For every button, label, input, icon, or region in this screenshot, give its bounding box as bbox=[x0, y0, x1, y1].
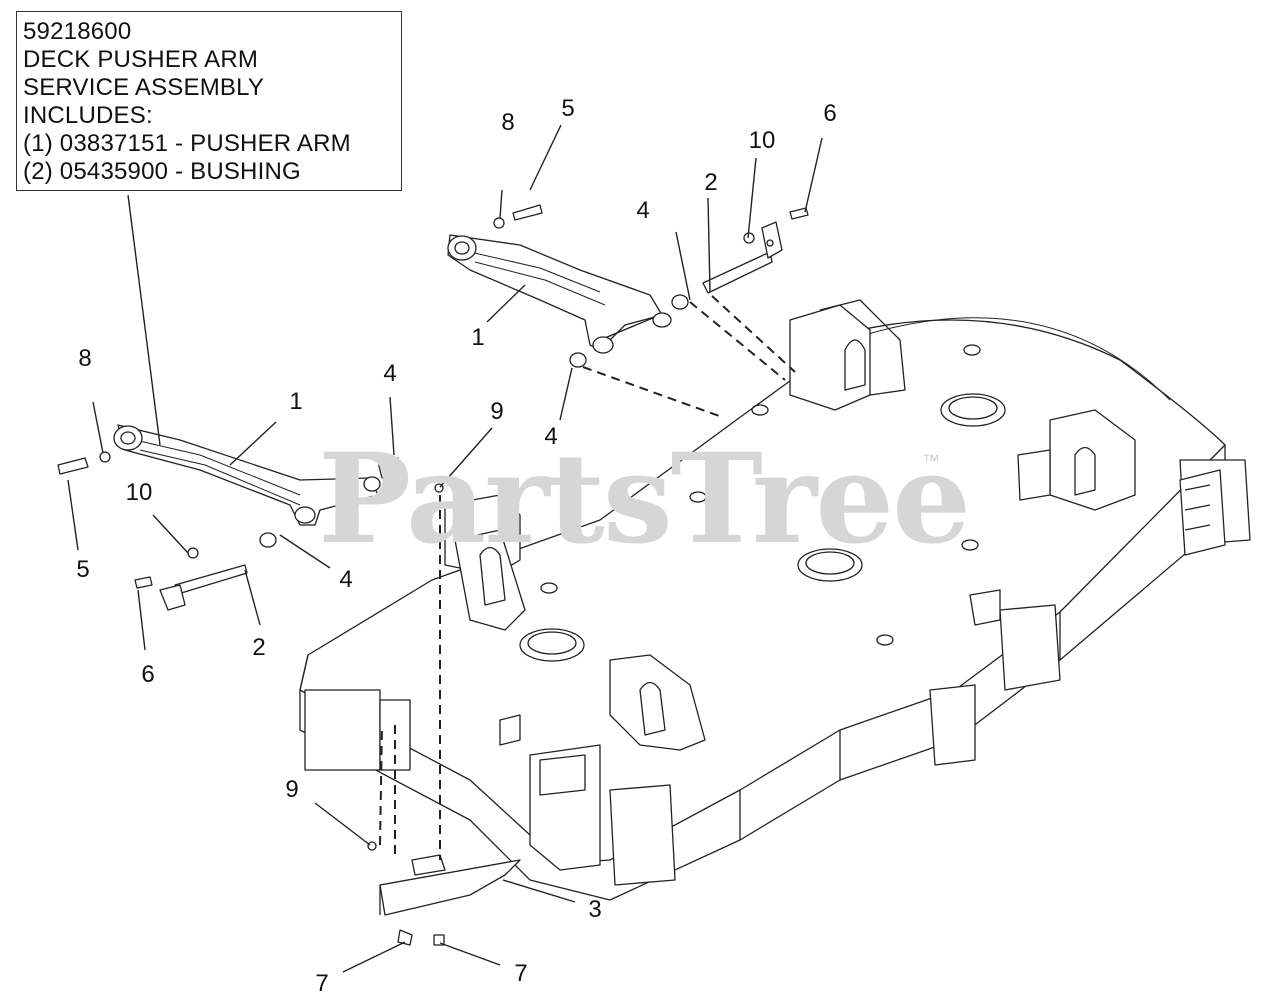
bolt-left-6 bbox=[134, 576, 153, 589]
callout-7-a[interactable]: 7 bbox=[315, 970, 329, 997]
bushing-left-b bbox=[259, 532, 277, 548]
info-line: DECK PUSHER ARM bbox=[23, 46, 259, 73]
callout-4-left-a[interactable]: 4 bbox=[383, 360, 397, 387]
callout-7-b[interactable]: 7 bbox=[514, 960, 528, 987]
info-line: SERVICE ASSEMBLY bbox=[23, 74, 265, 101]
pusher-arm-left bbox=[113, 424, 381, 526]
bushing-left-a bbox=[377, 457, 403, 479]
info-line: (1) 03837151 - PUSHER ARM bbox=[23, 130, 351, 157]
nut-left-10 bbox=[187, 547, 199, 559]
callout-9-lower[interactable]: 9 bbox=[285, 776, 299, 803]
assembly-dash-lines bbox=[379, 295, 796, 860]
partstree-watermark: PartsTree bbox=[318, 427, 971, 572]
info-line: (2) 05435900 - BUSHING bbox=[23, 158, 301, 185]
skid-plate bbox=[379, 854, 521, 916]
leader-lines bbox=[67, 124, 823, 973]
callout-10-left[interactable]: 10 bbox=[125, 479, 153, 506]
bolt-7a bbox=[397, 929, 413, 946]
callout-4-left-b[interactable]: 4 bbox=[339, 566, 353, 593]
callout-2-left[interactable]: 2 bbox=[252, 634, 266, 661]
callout-10-upper[interactable]: 10 bbox=[748, 127, 776, 154]
callout-1-left[interactable]: 1 bbox=[289, 388, 303, 415]
pusher-arm-upper bbox=[447, 234, 672, 354]
callout-2-upper[interactable]: 2 bbox=[704, 169, 718, 196]
callout-9-upper[interactable]: 9 bbox=[490, 398, 504, 425]
callout-3[interactable]: 3 bbox=[588, 896, 602, 923]
bolt-upper-6 bbox=[789, 207, 809, 220]
callout-8-upper[interactable]: 8 bbox=[501, 109, 515, 136]
callout-1-upper[interactable]: 1 bbox=[471, 324, 485, 351]
callout-5-left[interactable]: 5 bbox=[76, 556, 90, 583]
washer-left-8 bbox=[99, 451, 111, 463]
pivot-pin-left bbox=[159, 564, 248, 611]
bolt-upper-5 bbox=[512, 204, 543, 221]
info-part-number: 59218600 bbox=[23, 18, 132, 45]
bushing-upper-b bbox=[569, 352, 587, 368]
info-line: INCLUDES: bbox=[23, 102, 153, 129]
trademark-symbol: ™ bbox=[922, 451, 940, 471]
bolt-left-5 bbox=[57, 457, 89, 475]
callout-8-left[interactable]: 8 bbox=[78, 345, 92, 372]
washer-upper-8 bbox=[493, 217, 505, 229]
mower-deck bbox=[299, 299, 1251, 901]
service-assembly-info-box: 59218600 DECK PUSHER ARM SERVICE ASSEMBL… bbox=[16, 11, 402, 191]
callout-5-upper[interactable]: 5 bbox=[561, 95, 575, 122]
callout-4-upper-b[interactable]: 4 bbox=[544, 423, 558, 450]
nut-9-lower bbox=[367, 841, 377, 851]
callout-6-left[interactable]: 6 bbox=[141, 661, 155, 688]
callout-4-upper-a[interactable]: 4 bbox=[636, 197, 650, 224]
callout-6-upper[interactable]: 6 bbox=[823, 100, 837, 127]
pivot-pin-upper bbox=[702, 221, 783, 294]
bushing-upper-a bbox=[671, 294, 689, 310]
